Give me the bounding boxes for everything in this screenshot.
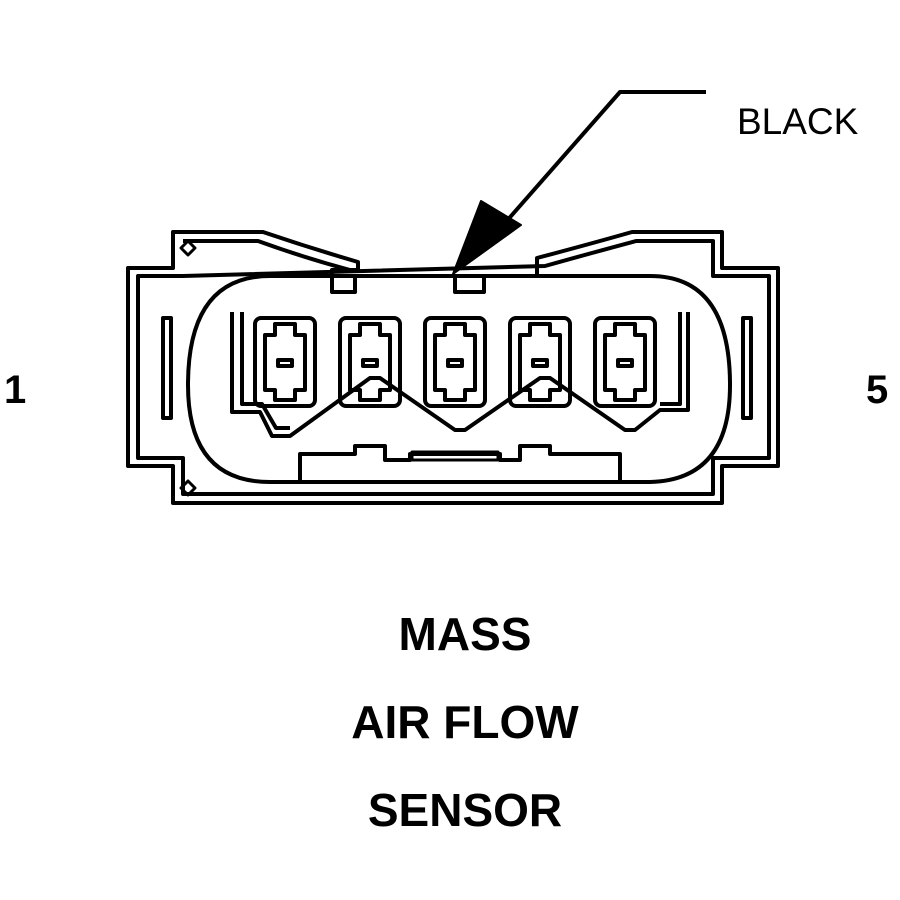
bottom-keys: [298, 444, 622, 482]
pin-1-label: 1: [4, 368, 27, 412]
terminal-cavity: [508, 316, 572, 408]
caption-line-2: AIR FLOW: [351, 696, 579, 748]
pin-5-label: 5: [866, 368, 889, 412]
terminal-cavity: [423, 316, 487, 408]
side-slot-left: [161, 316, 173, 420]
terminal-cavity: [253, 316, 317, 408]
leader-line: [495, 90, 706, 234]
bottom-key-slot: [410, 450, 500, 462]
terminal-carrier: [230, 312, 690, 438]
latch-diamond-top: [179, 239, 197, 257]
connector-color-label: BLACK: [737, 101, 859, 142]
side-slot-right: [741, 316, 753, 420]
connector-housing-outline: [126, 230, 780, 505]
component-caption: MASS AIR FLOW SENSOR: [250, 590, 680, 854]
cavity-outline: [186, 274, 732, 484]
terminal-cavity: [593, 316, 657, 408]
caption-line-3: SENSOR: [367, 784, 563, 836]
connector-housing-inner: [136, 239, 771, 496]
caption-line-1: MASS: [398, 608, 532, 660]
arrow-head-icon: [452, 200, 522, 275]
latch-diamond-bottom: [179, 479, 197, 497]
terminal-cavity: [338, 316, 402, 408]
